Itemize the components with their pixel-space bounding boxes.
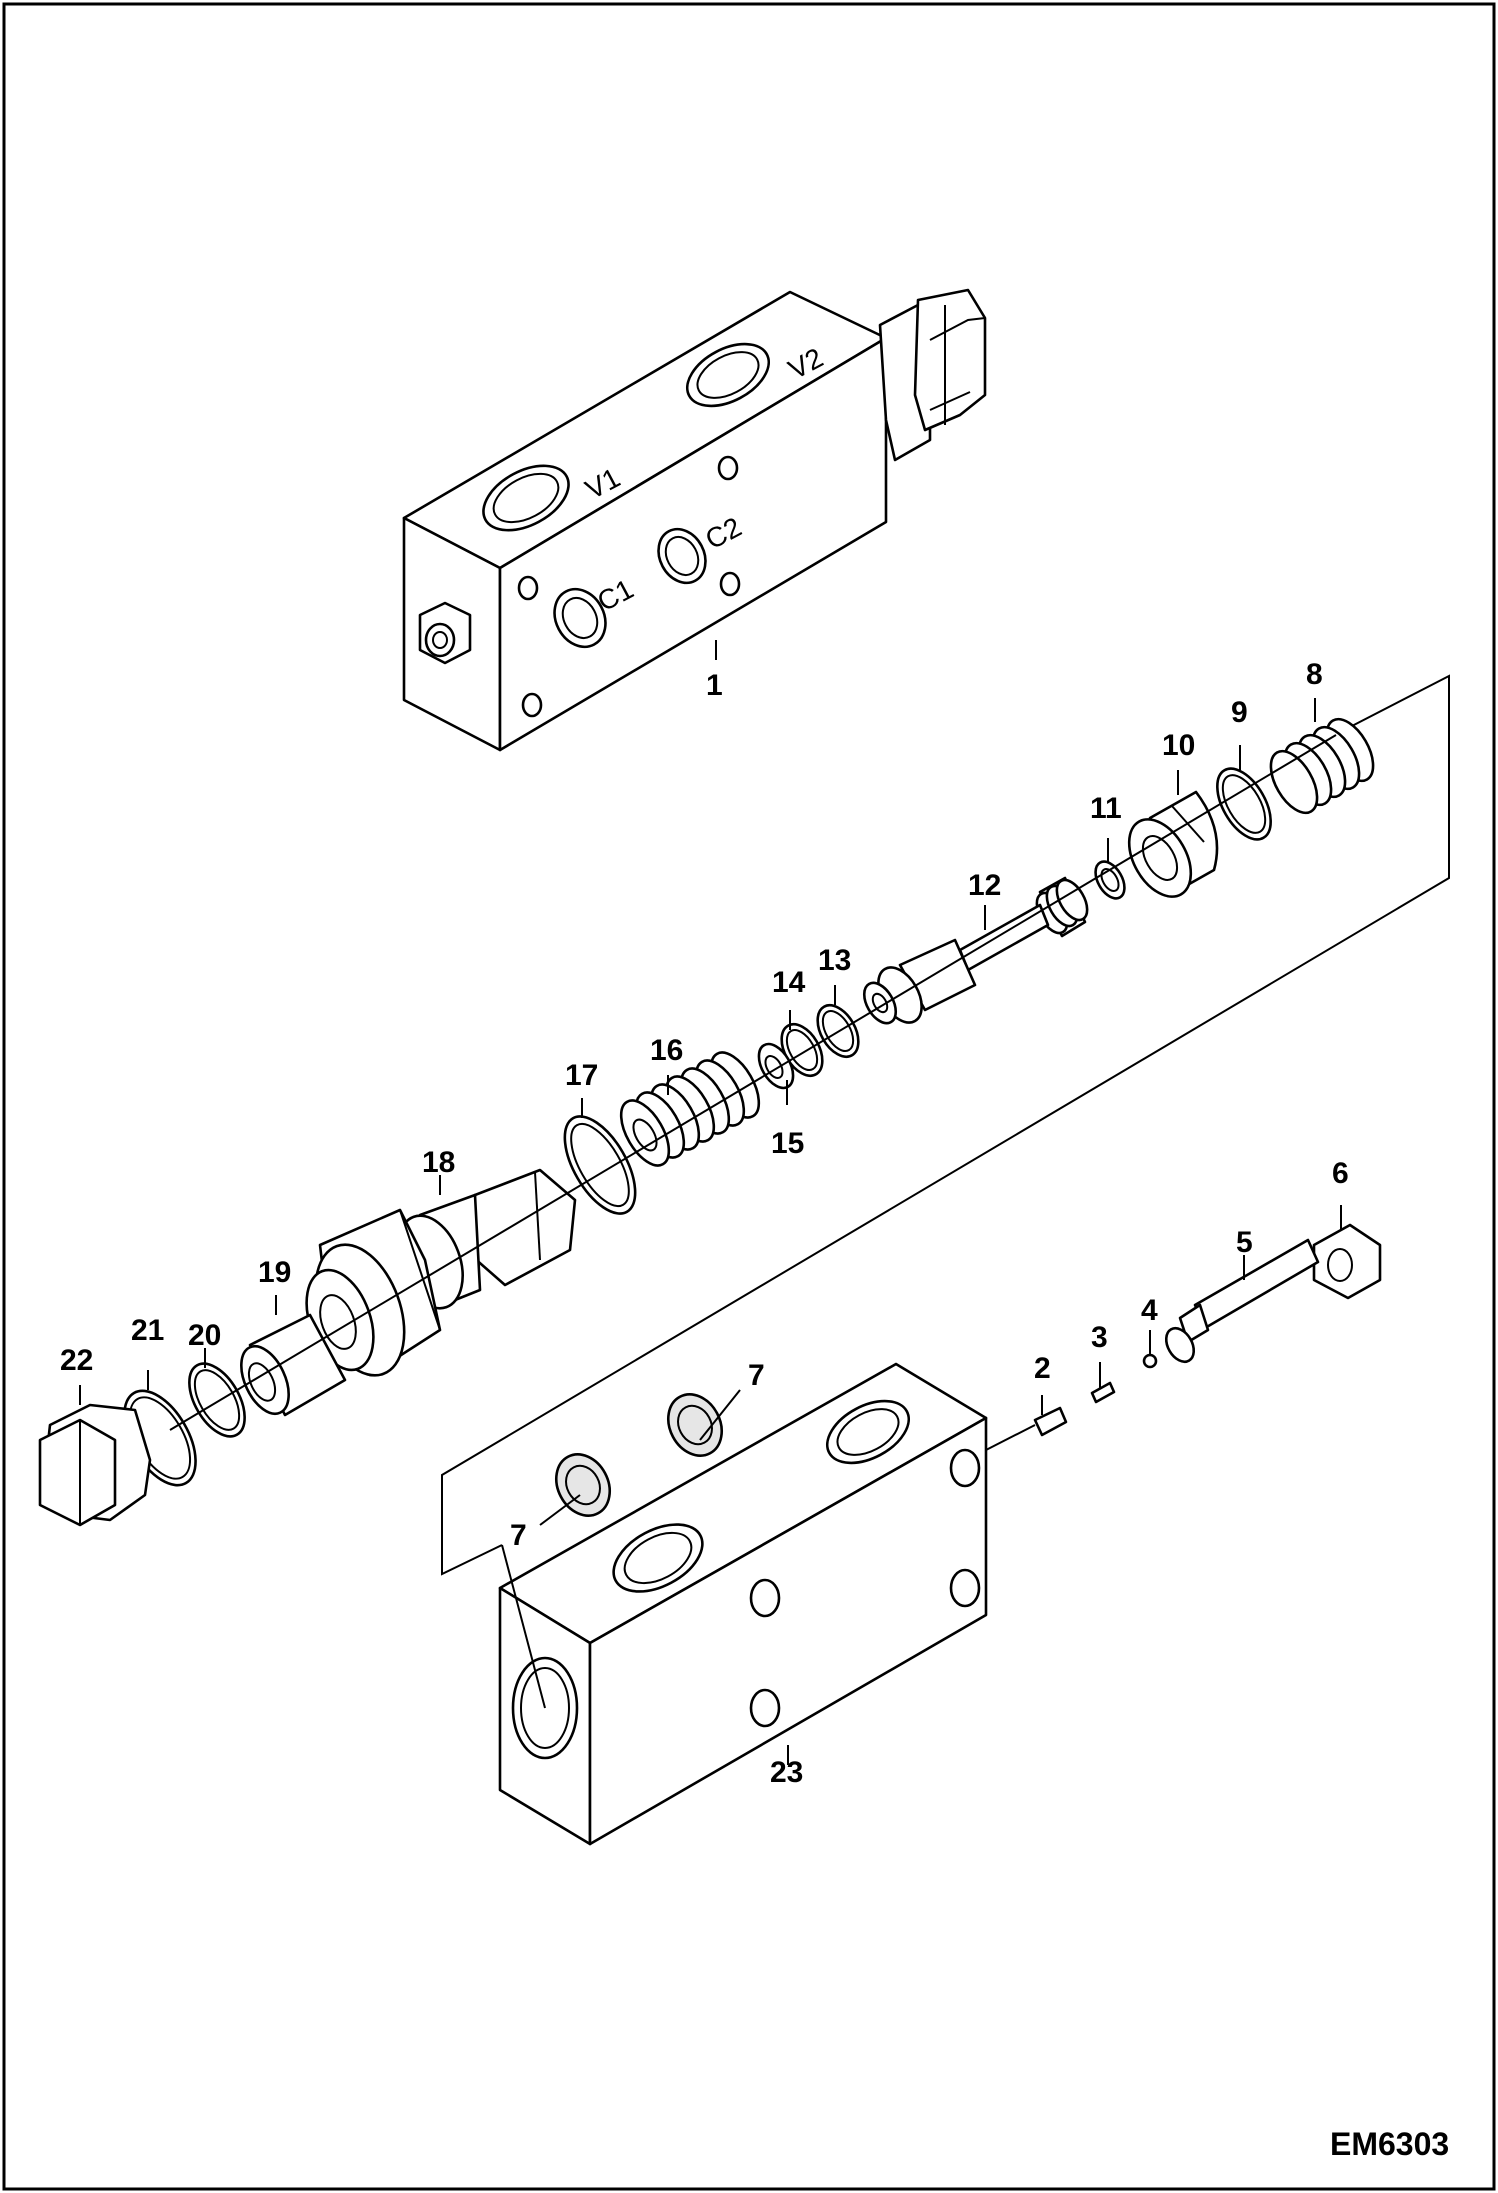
callout-16: 16	[650, 1034, 683, 1067]
callout-4: 4	[1141, 1294, 1158, 1327]
callout-9: 9	[1231, 696, 1248, 729]
callout-6: 6	[1332, 1157, 1349, 1190]
callout-12: 12	[968, 869, 1001, 902]
o-ring-20	[188, 1362, 246, 1438]
callout-3: 3	[1091, 1321, 1108, 1354]
valve-cartridge-18	[305, 1168, 577, 1377]
plug-10	[1127, 790, 1219, 898]
small-parts-2-6	[1033, 1223, 1382, 1437]
spring-16	[619, 1051, 761, 1167]
callout-7-lower: 7	[510, 1519, 527, 1552]
callout-19: 19	[258, 1256, 291, 1289]
callout-leaders	[79, 640, 1342, 1765]
callout-8: 8	[1306, 658, 1323, 691]
spring-8	[1269, 717, 1375, 815]
callout-23: 23	[770, 1756, 803, 1789]
callout-17: 17	[565, 1059, 598, 1092]
callout-15: 15	[771, 1127, 804, 1160]
valve-block-assembly: V1 V2 C1 C2	[402, 288, 987, 752]
callout-1: 1	[706, 669, 723, 702]
callout-7-upper: 7	[748, 1359, 765, 1392]
o-ring-9	[1216, 767, 1272, 841]
callout-11: 11	[1090, 792, 1122, 825]
callout-20: 20	[188, 1319, 221, 1352]
ring-11	[1094, 860, 1126, 900]
spool-12	[862, 876, 1089, 1025]
callout-numbers: 1 2 3 4 5 6 7 7 8 9 10 11 12 13 14 15 16…	[60, 658, 1349, 1789]
callout-18: 18	[422, 1146, 455, 1179]
o-ring-17	[563, 1115, 637, 1215]
cap-22	[38, 1403, 152, 1527]
callout-5: 5	[1236, 1226, 1253, 1259]
callout-21: 21	[131, 1314, 164, 1347]
drawing-id: EM6303	[1330, 2126, 1449, 2162]
callout-14: 14	[772, 966, 806, 999]
callout-2: 2	[1034, 1352, 1051, 1385]
callout-10: 10	[1162, 729, 1195, 762]
valve-body-23	[498, 1362, 1036, 1846]
callout-22: 22	[60, 1344, 93, 1377]
callout-13: 13	[818, 944, 851, 977]
